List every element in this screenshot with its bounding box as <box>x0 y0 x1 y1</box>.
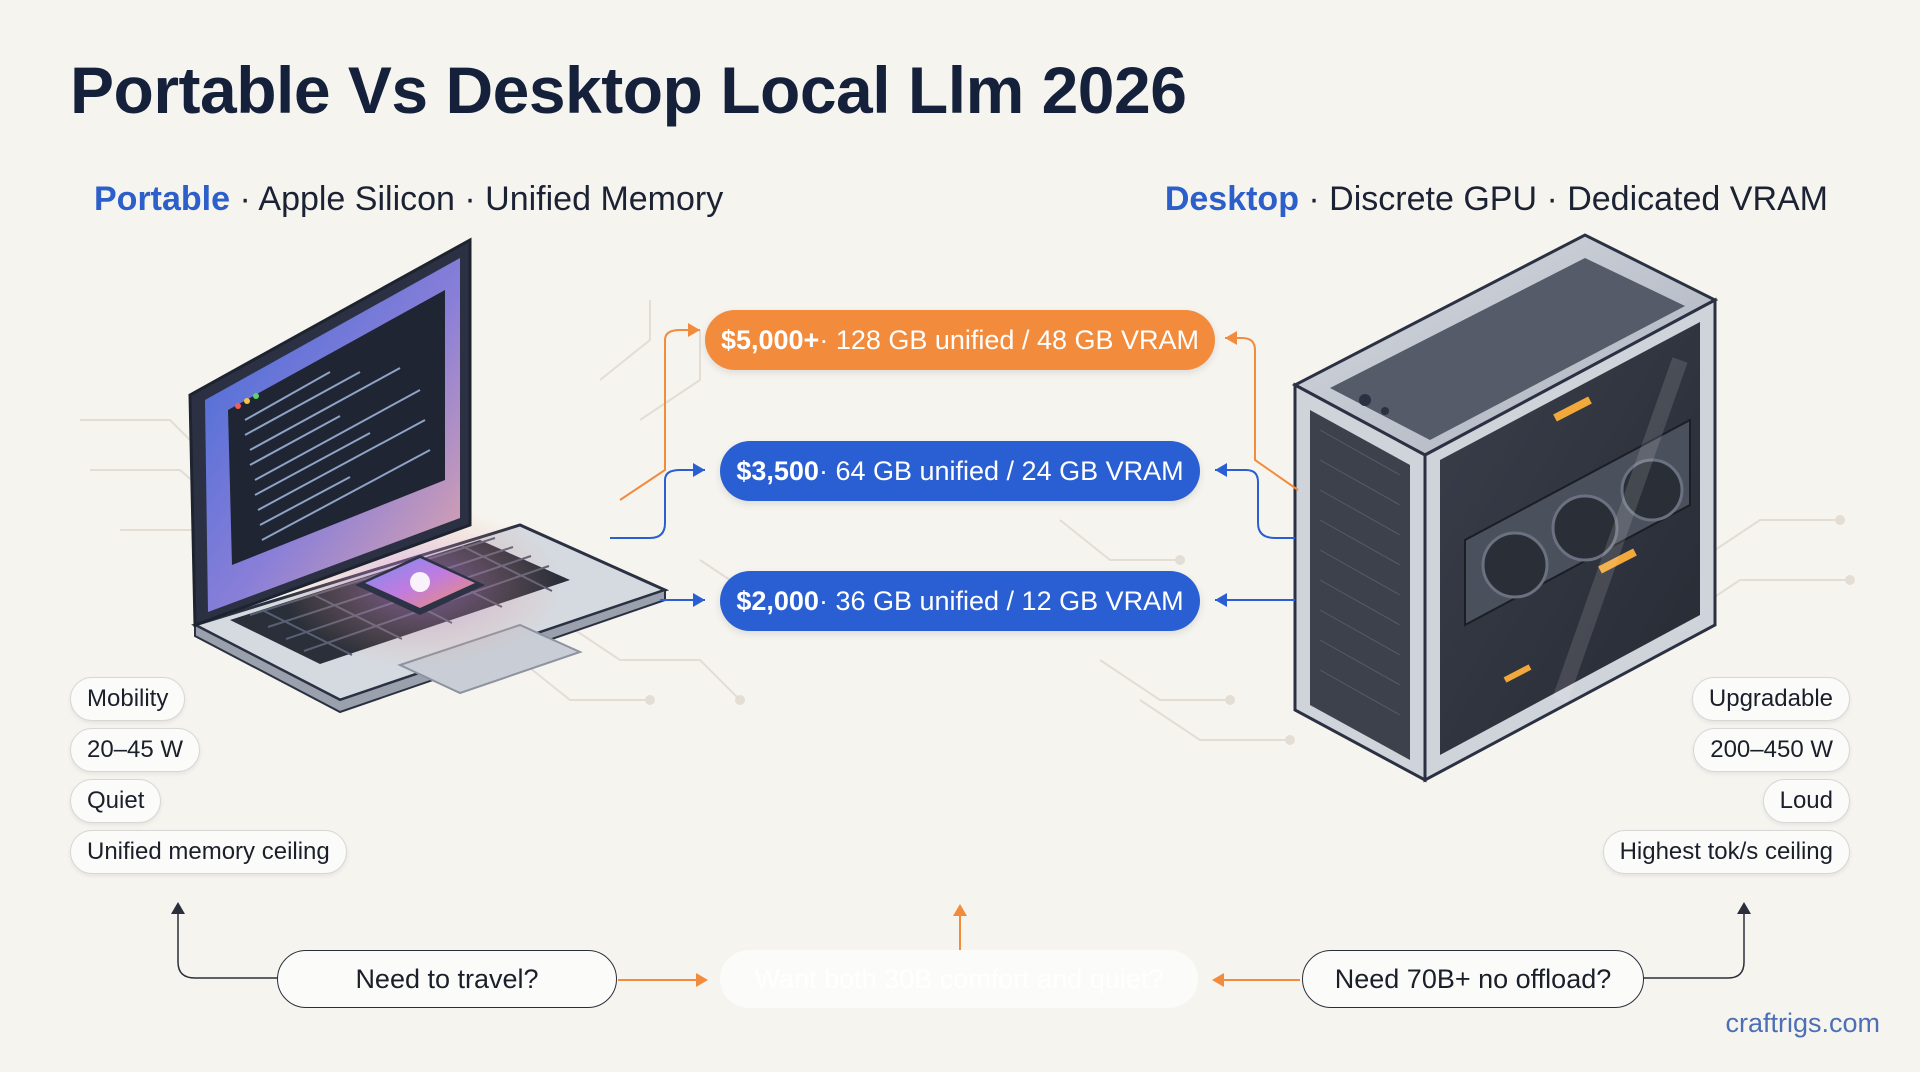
tier-3500: $3,500 · 64 GB unified / 24 GB VRAM <box>720 441 1200 501</box>
portable-subtitle: Portable · Apple Silicon · Unified Memor… <box>94 180 723 219</box>
question-70b-no-offload: Need 70B+ no offload? <box>1302 950 1644 1008</box>
question-30b-quiet: Want both 30B comfort and quiet? <box>720 950 1198 1008</box>
desktop-subtitle-rest: · Discrete GPU · Dedicated VRAM <box>1298 180 1828 218</box>
tag-unified-memory-ceiling: Unified memory ceiling <box>70 830 347 874</box>
gpu-icon <box>1464 396 1691 683</box>
portable-subtitle-rest: · Apple Silicon · Unified Memory <box>230 180 724 218</box>
tier-price: $2,000 <box>736 585 819 616</box>
laptop-illustration <box>188 237 670 714</box>
portable-label: Portable <box>94 180 231 218</box>
desktop-tower-illustration <box>1291 233 1719 783</box>
tier-spec: · 64 GB unified / 24 GB VRAM <box>818 455 1184 486</box>
page-title: Portable Vs Desktop Local Llm 2026 <box>70 53 1187 127</box>
tag-mobility: Mobility <box>70 677 186 721</box>
tag-power-portable: 20–45 W <box>70 728 201 772</box>
question-travel: Need to travel? <box>277 950 617 1008</box>
brand-watermark: craftrigs.com <box>1725 1008 1880 1038</box>
tag-loud: Loud <box>1762 779 1850 823</box>
tag-upgradable: Upgradable <box>1691 677 1850 721</box>
tier-spec: · 36 GB unified / 12 GB VRAM <box>818 585 1184 616</box>
tier-price: $3,500 <box>736 455 819 486</box>
tier-2000: $2,000 · 36 GB unified / 12 GB VRAM <box>720 571 1200 631</box>
tier-spec: · 128 GB unified / 48 GB VRAM <box>819 324 1200 355</box>
tag-power-desktop: 200–450 W <box>1693 728 1850 772</box>
desktop-subtitle: Desktop · Discrete GPU · Dedicated VRAM <box>1165 180 1828 219</box>
tier-price: $5,000+ <box>720 324 820 355</box>
desktop-label: Desktop <box>1164 180 1299 218</box>
tag-quiet: Quiet <box>70 779 162 823</box>
tier-5000: $5,000+ · 128 GB unified / 48 GB VRAM <box>705 310 1215 370</box>
tag-highest-toks-ceiling: Highest tok/s ceiling <box>1602 830 1850 874</box>
apple-chip-icon <box>355 555 485 615</box>
